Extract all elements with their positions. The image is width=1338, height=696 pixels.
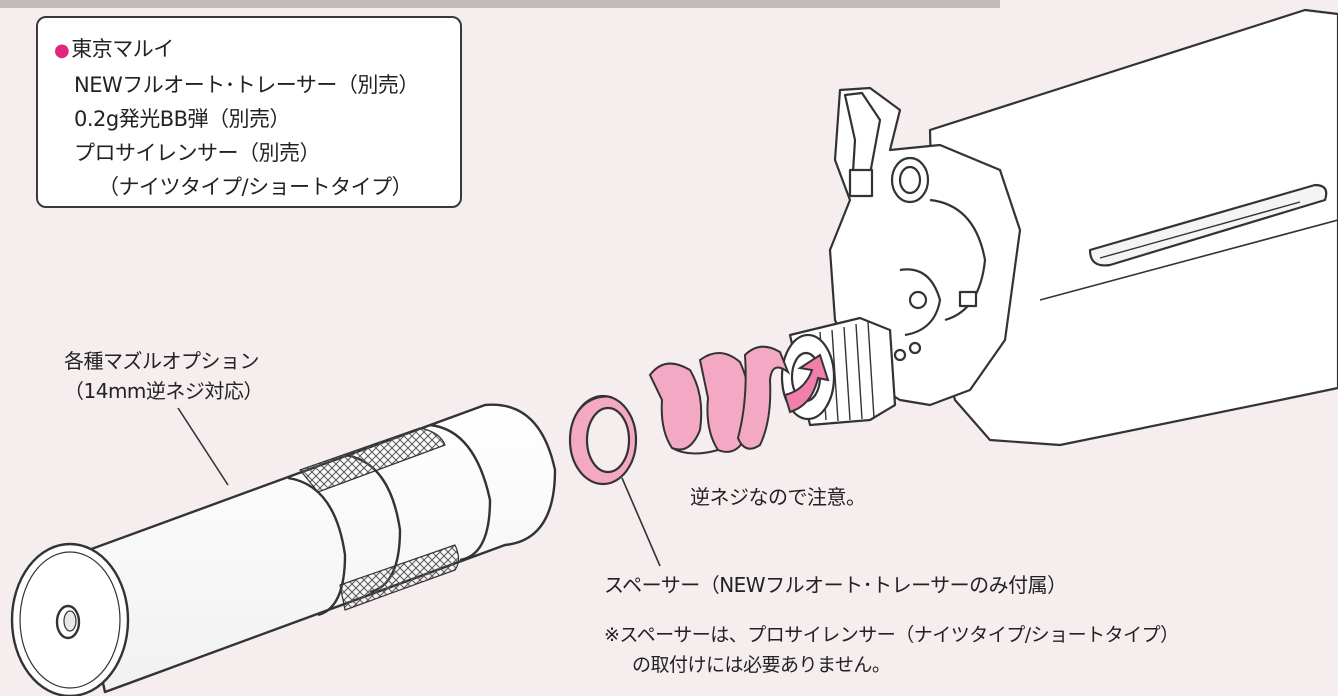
- label-spacer-note-line2: の取付けには必要ありません。: [632, 654, 891, 676]
- rotation-arrow-icon: [648, 345, 830, 455]
- handguard-lower-line: [1039, 219, 1338, 301]
- label-spacer-note: ※スペーサーは、プロサイレンサー（ナイツタイプ/ショートタイプ） の取付けには必…: [604, 620, 1179, 680]
- label-reverse-thread: 逆ネジなので注意。: [690, 485, 866, 509]
- info-line-2: 0.2g発光BB弾（別売）: [74, 107, 291, 131]
- info-line-3: プロサイレンサー（別売）: [74, 141, 321, 165]
- silencer-body: [73, 403, 557, 694]
- label-spacer: スペーサー（NEWフルオート･トレーサーのみ付属）: [604, 573, 1067, 597]
- muzzle-option: [10, 403, 557, 696]
- info-brand: 東京マルイ: [71, 37, 174, 61]
- info-brand-line: ●東京マルイ: [54, 32, 460, 68]
- leader-spacer: [621, 477, 661, 567]
- leader-lines: [177, 407, 661, 567]
- rifle-front: [780, 8, 1338, 447]
- label-muzzle-option-line1: 各種マズルオプション: [64, 349, 259, 373]
- label-spacer-note-line1: ※スペーサーは、プロサイレンサー（ナイツタイプ/ショートタイプ）: [604, 624, 1179, 646]
- info-line-1: NEWフルオート･トレーサー（別売）: [74, 73, 419, 97]
- knurling-top: [299, 427, 446, 493]
- handguard-slot: [1088, 183, 1328, 267]
- spacer-ring: [568, 394, 638, 486]
- leader-muzzle-option: [177, 407, 229, 486]
- info-box: ●東京マルイ NEWフルオート･トレーサー（別売） 0.2g発光BB弾（別売） …: [36, 16, 462, 208]
- label-muzzle-option-line2: （14mm逆ネジ対応）: [64, 379, 263, 403]
- label-muzzle-option: 各種マズルオプション （14mm逆ネジ対応）: [64, 346, 263, 406]
- knurling-bottom: [339, 544, 460, 611]
- info-line-4: （ナイツタイプ/ショートタイプ）: [98, 175, 413, 199]
- bullet-dot-icon: ●: [54, 40, 70, 61]
